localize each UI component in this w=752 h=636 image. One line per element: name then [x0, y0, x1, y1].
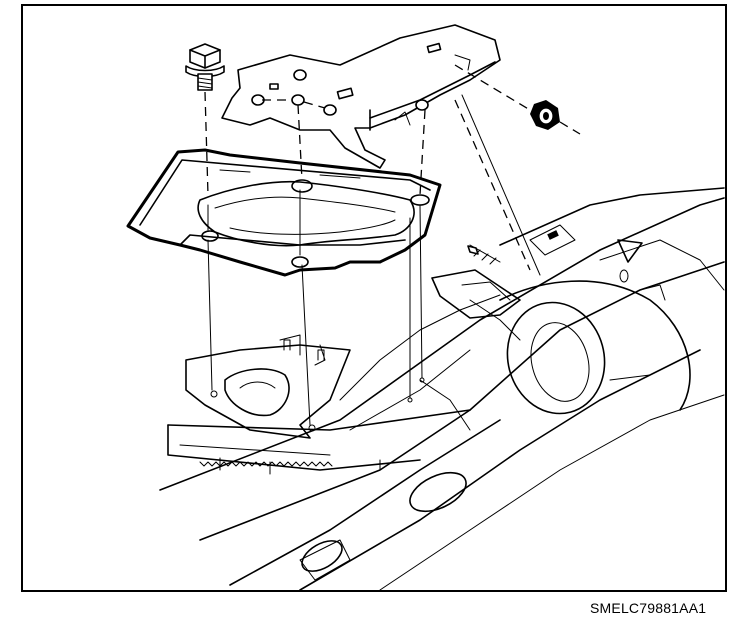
figure-caption-id: SMELC79881AA1: [590, 600, 707, 616]
vehicle-body-structure: [159, 187, 725, 591]
figure-border: [21, 4, 727, 592]
battery-tray: [126, 148, 442, 277]
bolt-icon: [185, 43, 225, 91]
battery-hold-down-bracket: [221, 24, 501, 169]
nut-icon: [530, 100, 560, 130]
alignment-lines: [204, 64, 581, 426]
